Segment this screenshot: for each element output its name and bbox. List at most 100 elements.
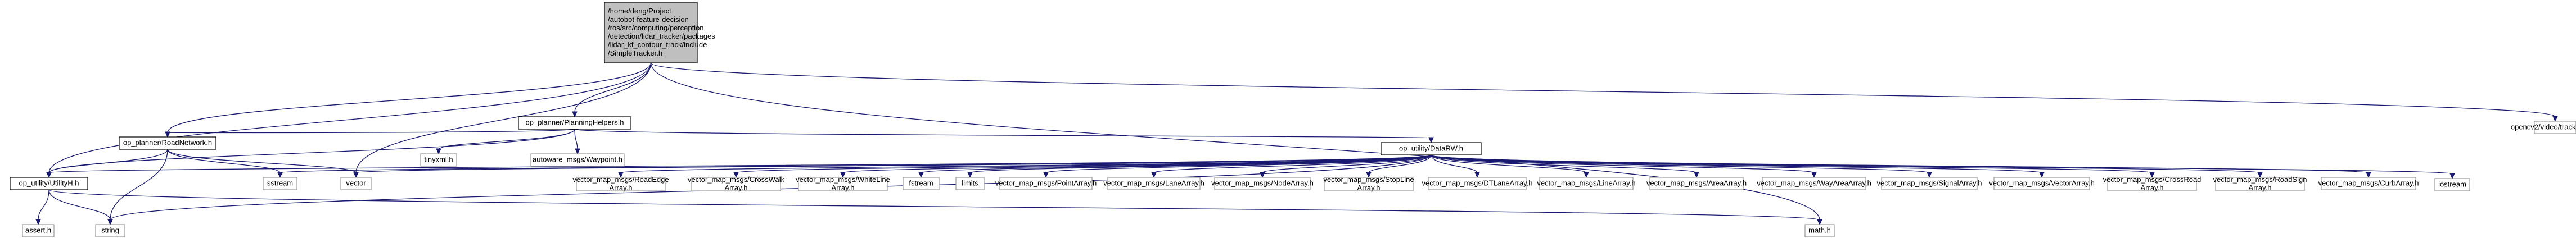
node-re-box <box>576 177 666 191</box>
arrowhead-uh-to-asserth <box>35 219 41 226</box>
edge-pph-to-drw <box>574 129 1432 139</box>
node-wp-label-line-0: autoware_msgs/Waypoint.h <box>533 155 622 164</box>
node-root-label-line-3: /detection/lidar_tracker/packages <box>608 32 715 40</box>
node-na-label-line-0: vector_map_msgs/NodeArray.h <box>1211 179 1314 187</box>
arrowhead-drw-to-cr <box>2149 172 2155 178</box>
node-la: vector_map_msgs/LaneArray.h <box>1103 177 1204 190</box>
node-root-label-line-5: /SimpleTracker.h <box>608 49 662 57</box>
edge-drw-to-aa <box>1431 154 1697 173</box>
node-cw-box <box>691 177 781 191</box>
node-pph[interactable]: op_planner/PlanningHelpers.h <box>518 116 631 130</box>
node-cr-label-line-0: vector_map_msgs/CrossRoad <box>2103 175 2201 184</box>
arrowhead-root-to-opencv <box>2552 116 2558 122</box>
node-wl-box <box>798 177 888 191</box>
edge-drw-to-waa <box>1431 154 1815 173</box>
node-string-label-line-0: string <box>101 226 119 235</box>
node-aa-label-line-0: vector_map_msgs/AreaArray.h <box>1646 179 1747 187</box>
node-wl-label-line-1: Array.h <box>832 184 855 192</box>
node-pph-box <box>518 116 631 130</box>
edge-root-to-pph <box>574 62 652 113</box>
arrowhead-drw-to-limits <box>967 172 973 178</box>
node-root-box <box>604 2 698 63</box>
node-asserth-box <box>22 224 55 237</box>
node-string-box <box>95 224 125 237</box>
node-aa-box <box>1649 177 1744 190</box>
node-cr-box <box>2107 177 2197 191</box>
edge-drw-to-limits <box>969 154 1432 173</box>
arrowhead-drw-to-sstream <box>277 172 283 178</box>
node-rn-label-line-0: op_planner/RoadNetwork.h <box>123 139 212 147</box>
arrowhead-drw-to-pa <box>1043 172 1049 178</box>
node-vector-label-line-0: vector <box>346 179 366 187</box>
edge-uh-to-asserth <box>38 189 49 221</box>
node-dtl-box <box>1428 177 1527 190</box>
edge-drw-to-iostream <box>1431 154 2453 175</box>
edge-drw-to-la <box>1153 154 1432 173</box>
node-uh[interactable]: op_utility/UtilityH.h <box>10 177 88 190</box>
node-mathh-label-line-0: math.h <box>1808 226 1831 235</box>
edge-rn-to-uh <box>48 149 168 173</box>
node-root-label-line-2: /ros/src/computing/perception <box>608 24 704 32</box>
node-rn[interactable]: op_planner/RoadNetwork.h <box>119 136 216 150</box>
arrowhead-pph-to-rn <box>165 131 170 138</box>
edge-root-to-uh <box>48 62 652 173</box>
edge-drw-to-pa <box>1045 154 1432 173</box>
node-mathh: math.h <box>1804 224 1835 237</box>
node-tinyxml-box <box>420 153 457 167</box>
node-rs-box <box>2215 177 2305 191</box>
node-waa: vector_map_msgs/WayAreaArray.h <box>1757 177 1871 190</box>
arrowhead-drw-to-la <box>1151 172 1157 178</box>
node-pph-label-line-0: op_planner/PlanningHelpers.h <box>526 118 624 127</box>
edge-uh-to-mathh <box>48 189 1820 221</box>
edge-root-to-rn <box>167 62 652 133</box>
edge-root-to-vector <box>355 62 652 173</box>
arrowhead-pph-to-wp <box>575 148 580 155</box>
arrowhead-drw-to-ca <box>2366 172 2371 178</box>
node-uh-label-line-0: op_utility/UtilityH.h <box>19 179 79 187</box>
edge-root-to-opencv <box>650 62 2556 117</box>
node-re-label-line-0: vector_map_msgs/RoadEdge <box>572 175 669 184</box>
node-ca-label-line-0: vector_map_msgs/CurbArray.h <box>2318 179 2419 187</box>
arrowhead-uh-to-string <box>107 219 113 226</box>
node-sa: vector_map_msgs/SignalArray.h <box>1877 177 1982 190</box>
node-wp: autoware_msgs/Waypoint.h <box>530 153 625 167</box>
node-tinyxml-label-line-0: tinyxml.h <box>424 155 453 164</box>
arrowhead-pph-to-drw <box>1428 137 1434 144</box>
node-mathh-box <box>1804 224 1835 237</box>
edge-pph-to-rn <box>167 129 575 134</box>
edge-uh-to-string <box>48 189 111 221</box>
node-sl-label-line-1: Array.h <box>1357 184 1381 192</box>
node-ca: vector_map_msgs/CurbArray.h <box>2318 177 2419 190</box>
node-drw-box <box>1381 142 1482 155</box>
node-na: vector_map_msgs/NodeArray.h <box>1211 177 1314 190</box>
node-na-box <box>1214 177 1311 190</box>
node-la-label-line-0: vector_map_msgs/LaneArray.h <box>1103 179 1204 187</box>
edge-layer <box>35 62 2558 226</box>
arrowhead-drw-to-fstream <box>918 172 924 178</box>
node-limits-box <box>955 177 985 190</box>
arrowhead-drw-to-uh <box>46 172 52 178</box>
node-lna-box <box>1539 177 1634 190</box>
node-dtl: vector_map_msgs/DTLaneArray.h <box>1422 177 1533 190</box>
node-asserth-label-line-0: assert.h <box>25 226 51 235</box>
node-string: string <box>95 224 125 237</box>
node-root-label-line-1: /autobot-feature-decision <box>608 15 689 24</box>
edge-drw-to-va <box>1431 154 2042 173</box>
node-va-label-line-0: vector_map_msgs/VectorArray.h <box>1989 179 2095 187</box>
node-sstream-box <box>263 177 297 190</box>
node-rn-box <box>119 136 216 150</box>
node-pa-box <box>999 177 1093 190</box>
edge-drw-to-dtl <box>1431 154 1478 173</box>
node-lna-label-line-0: vector_map_msgs/LineArray.h <box>1537 179 1635 187</box>
node-sl-box <box>1324 177 1414 191</box>
edge-pph-to-wp <box>574 129 578 150</box>
node-re-label-line-1: Array.h <box>610 184 633 192</box>
arrowhead-drw-to-re <box>618 172 624 178</box>
node-drw-label-line-0: op_utility/DataRW.h <box>1399 144 1463 153</box>
node-iostream-label-line-0: iostream <box>2438 180 2466 189</box>
node-drw[interactable]: op_utility/DataRW.h <box>1381 142 1482 155</box>
node-fstream: fstream <box>903 177 940 190</box>
node-uh-box <box>10 177 88 190</box>
